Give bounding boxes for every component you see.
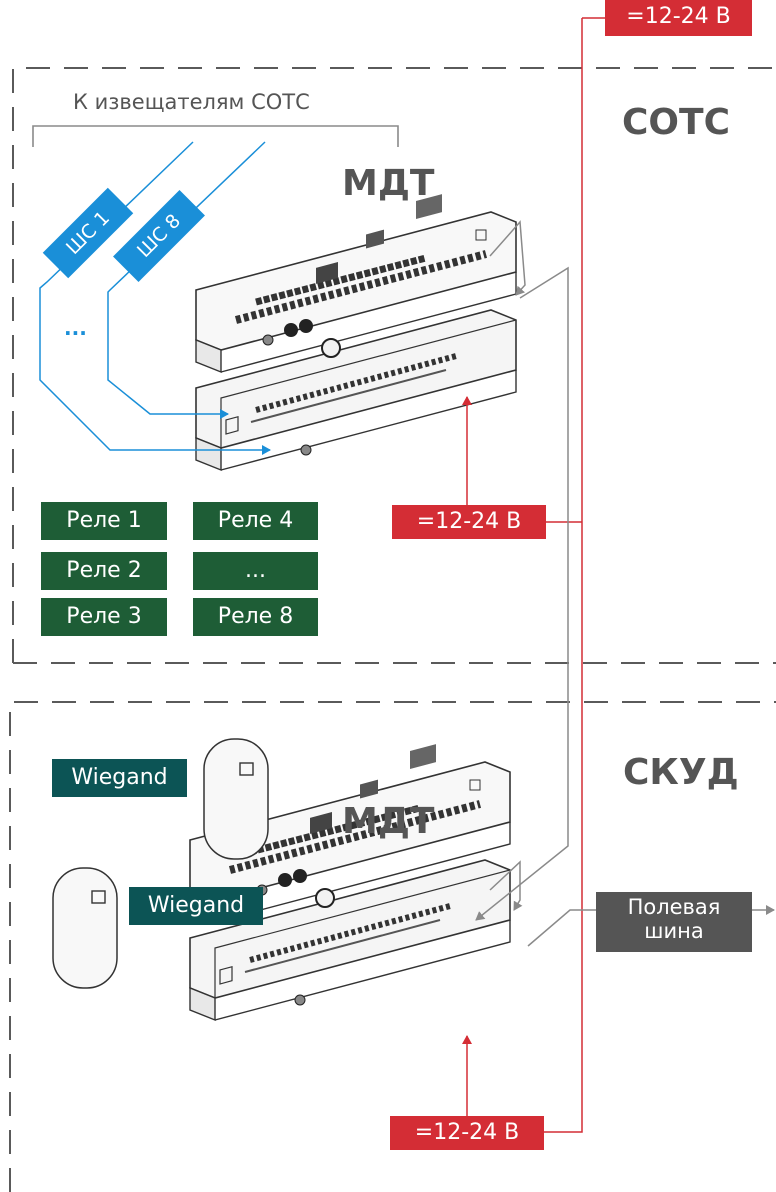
field-bus-line2: шина — [644, 919, 704, 943]
relay-ellipsis: ... — [193, 552, 318, 590]
loops-ellipsis: ... — [64, 316, 87, 340]
field-bus-line1: Полевая — [627, 895, 721, 919]
power-label-top: =12-24 В — [605, 0, 752, 36]
device-title-sots: МДТ — [342, 163, 435, 204]
power-label-skud: =12-24 В — [390, 1116, 544, 1150]
relay-1: Реле 1 — [41, 502, 167, 540]
wiegand-label-1: Wiegand — [52, 759, 187, 797]
card-reader-icon — [203, 738, 269, 860]
device-title-skud: МДТ — [342, 801, 435, 842]
relay-8: Реле 8 — [193, 598, 318, 636]
relay-4: Реле 4 — [193, 502, 318, 540]
relay-2: Реле 2 — [41, 552, 167, 590]
wiegand-label-2: Wiegand — [129, 887, 263, 925]
sots-device-stack — [196, 194, 516, 470]
section-title-skud: СКУД — [623, 752, 739, 793]
detectors-caption: К извещателям СОТС — [73, 90, 310, 114]
card-reader-icon — [52, 867, 118, 989]
power-label-sots: =12-24 В — [392, 505, 546, 539]
section-title-sots: СОТС — [622, 102, 730, 143]
field-bus-label: Полевая шина — [596, 892, 752, 952]
relay-3: Реле 3 — [41, 598, 167, 636]
